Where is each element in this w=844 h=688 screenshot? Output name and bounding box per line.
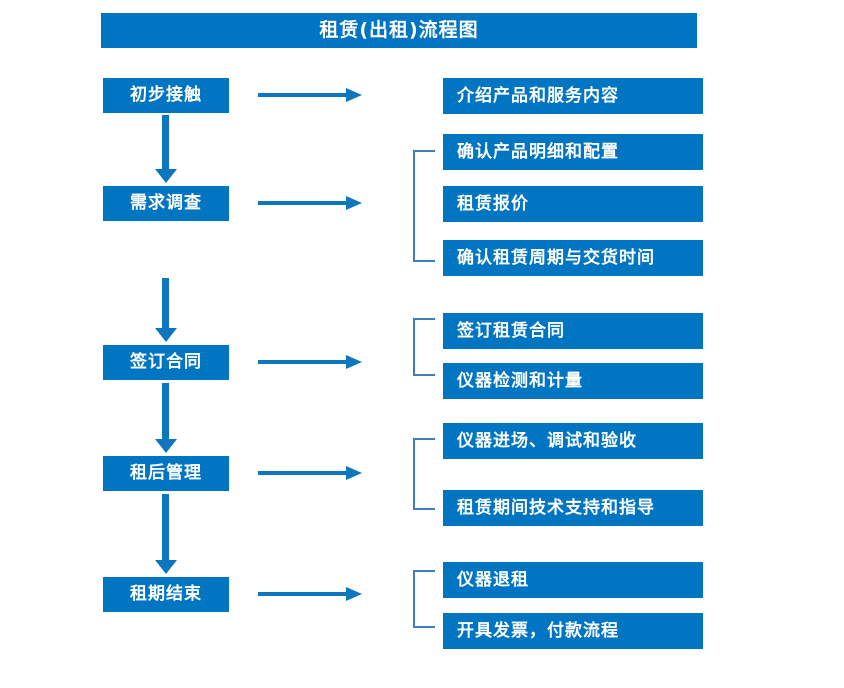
detail-label: 开具发票，付款流程 [457,620,619,641]
stage-box-2[interactable]: 需求调查 [103,186,229,221]
stage-box-4[interactable]: 租后管理 [103,456,229,491]
detail-box-2[interactable]: 确认产品明细和配置 [443,134,703,170]
detail-box-4[interactable]: 确认租赁周期与交货时间 [443,240,703,276]
right-arrow-icon-3 [258,355,362,369]
detail-box-5[interactable]: 签订租赁合同 [443,313,703,349]
stage-label: 租期结束 [130,584,202,604]
detail-label: 仪器检测和计量 [457,370,583,391]
stage-label: 初步接触 [130,85,202,105]
detail-box-8[interactable]: 租赁期间技术支持和指导 [443,490,703,526]
detail-box-7[interactable]: 仪器进场、调试和验收 [443,423,703,459]
down-arrow-icon-2 [155,278,177,342]
detail-box-9[interactable]: 仪器退租 [443,562,703,598]
detail-box-10[interactable]: 开具发票，付款流程 [443,613,703,649]
stage-label: 需求调查 [130,193,202,213]
detail-box-3[interactable]: 租赁报价 [443,186,703,222]
detail-label: 签订租赁合同 [457,320,565,341]
down-arrow-icon-4 [155,494,177,574]
detail-label: 介绍产品和服务内容 [457,85,619,106]
right-arrow-icon-2 [258,196,362,210]
right-arrow-icon-5 [258,587,362,601]
right-arrow-icon-1 [258,88,362,102]
group-bracket-1 [413,150,435,262]
group-bracket-2 [413,318,435,376]
detail-label: 确认产品明细和配置 [457,141,619,162]
down-arrow-icon-3 [155,383,177,453]
group-bracket-4 [413,570,435,628]
stage-box-5[interactable]: 租期结束 [103,577,229,612]
stage-box-3[interactable]: 签订合同 [103,345,229,380]
detail-label: 确认租赁周期与交货时间 [457,247,655,268]
detail-label: 租赁报价 [457,193,529,214]
detail-label: 仪器退租 [457,569,529,590]
stage-label: 租后管理 [130,463,202,483]
group-bracket-3 [413,438,435,510]
detail-box-6[interactable]: 仪器检测和计量 [443,363,703,399]
stage-box-1[interactable]: 初步接触 [103,78,229,113]
page-title: 租赁(出租)流程图 [101,13,697,48]
detail-label: 租赁期间技术支持和指导 [457,497,655,518]
detail-box-1[interactable]: 介绍产品和服务内容 [443,78,703,114]
right-arrow-icon-4 [258,466,362,480]
detail-label: 仪器进场、调试和验收 [457,430,637,451]
stage-label: 签订合同 [130,352,202,372]
down-arrow-icon-1 [155,115,177,183]
